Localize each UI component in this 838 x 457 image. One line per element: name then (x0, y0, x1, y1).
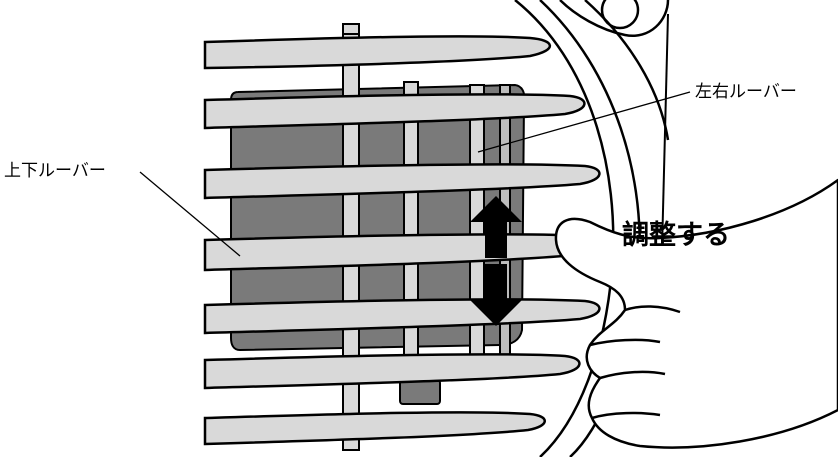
horizontal-louver (205, 412, 545, 444)
vertical-louver (470, 85, 484, 375)
label-up-down-louver: 上下ルーバー (4, 161, 106, 181)
horizontal-louver (205, 354, 579, 388)
vertical-louver (404, 82, 418, 382)
up-down-louver-set (205, 36, 606, 444)
label-left-right-louver: 左右ルーバー (695, 82, 797, 102)
label-adjust: 調整する (622, 219, 730, 251)
horizontal-louver (205, 164, 599, 198)
louver-knob (400, 380, 440, 404)
horizontal-louver (205, 94, 584, 128)
horizontal-louver (205, 36, 550, 68)
horizontal-louver (205, 234, 606, 270)
horizontal-louver (205, 299, 599, 333)
